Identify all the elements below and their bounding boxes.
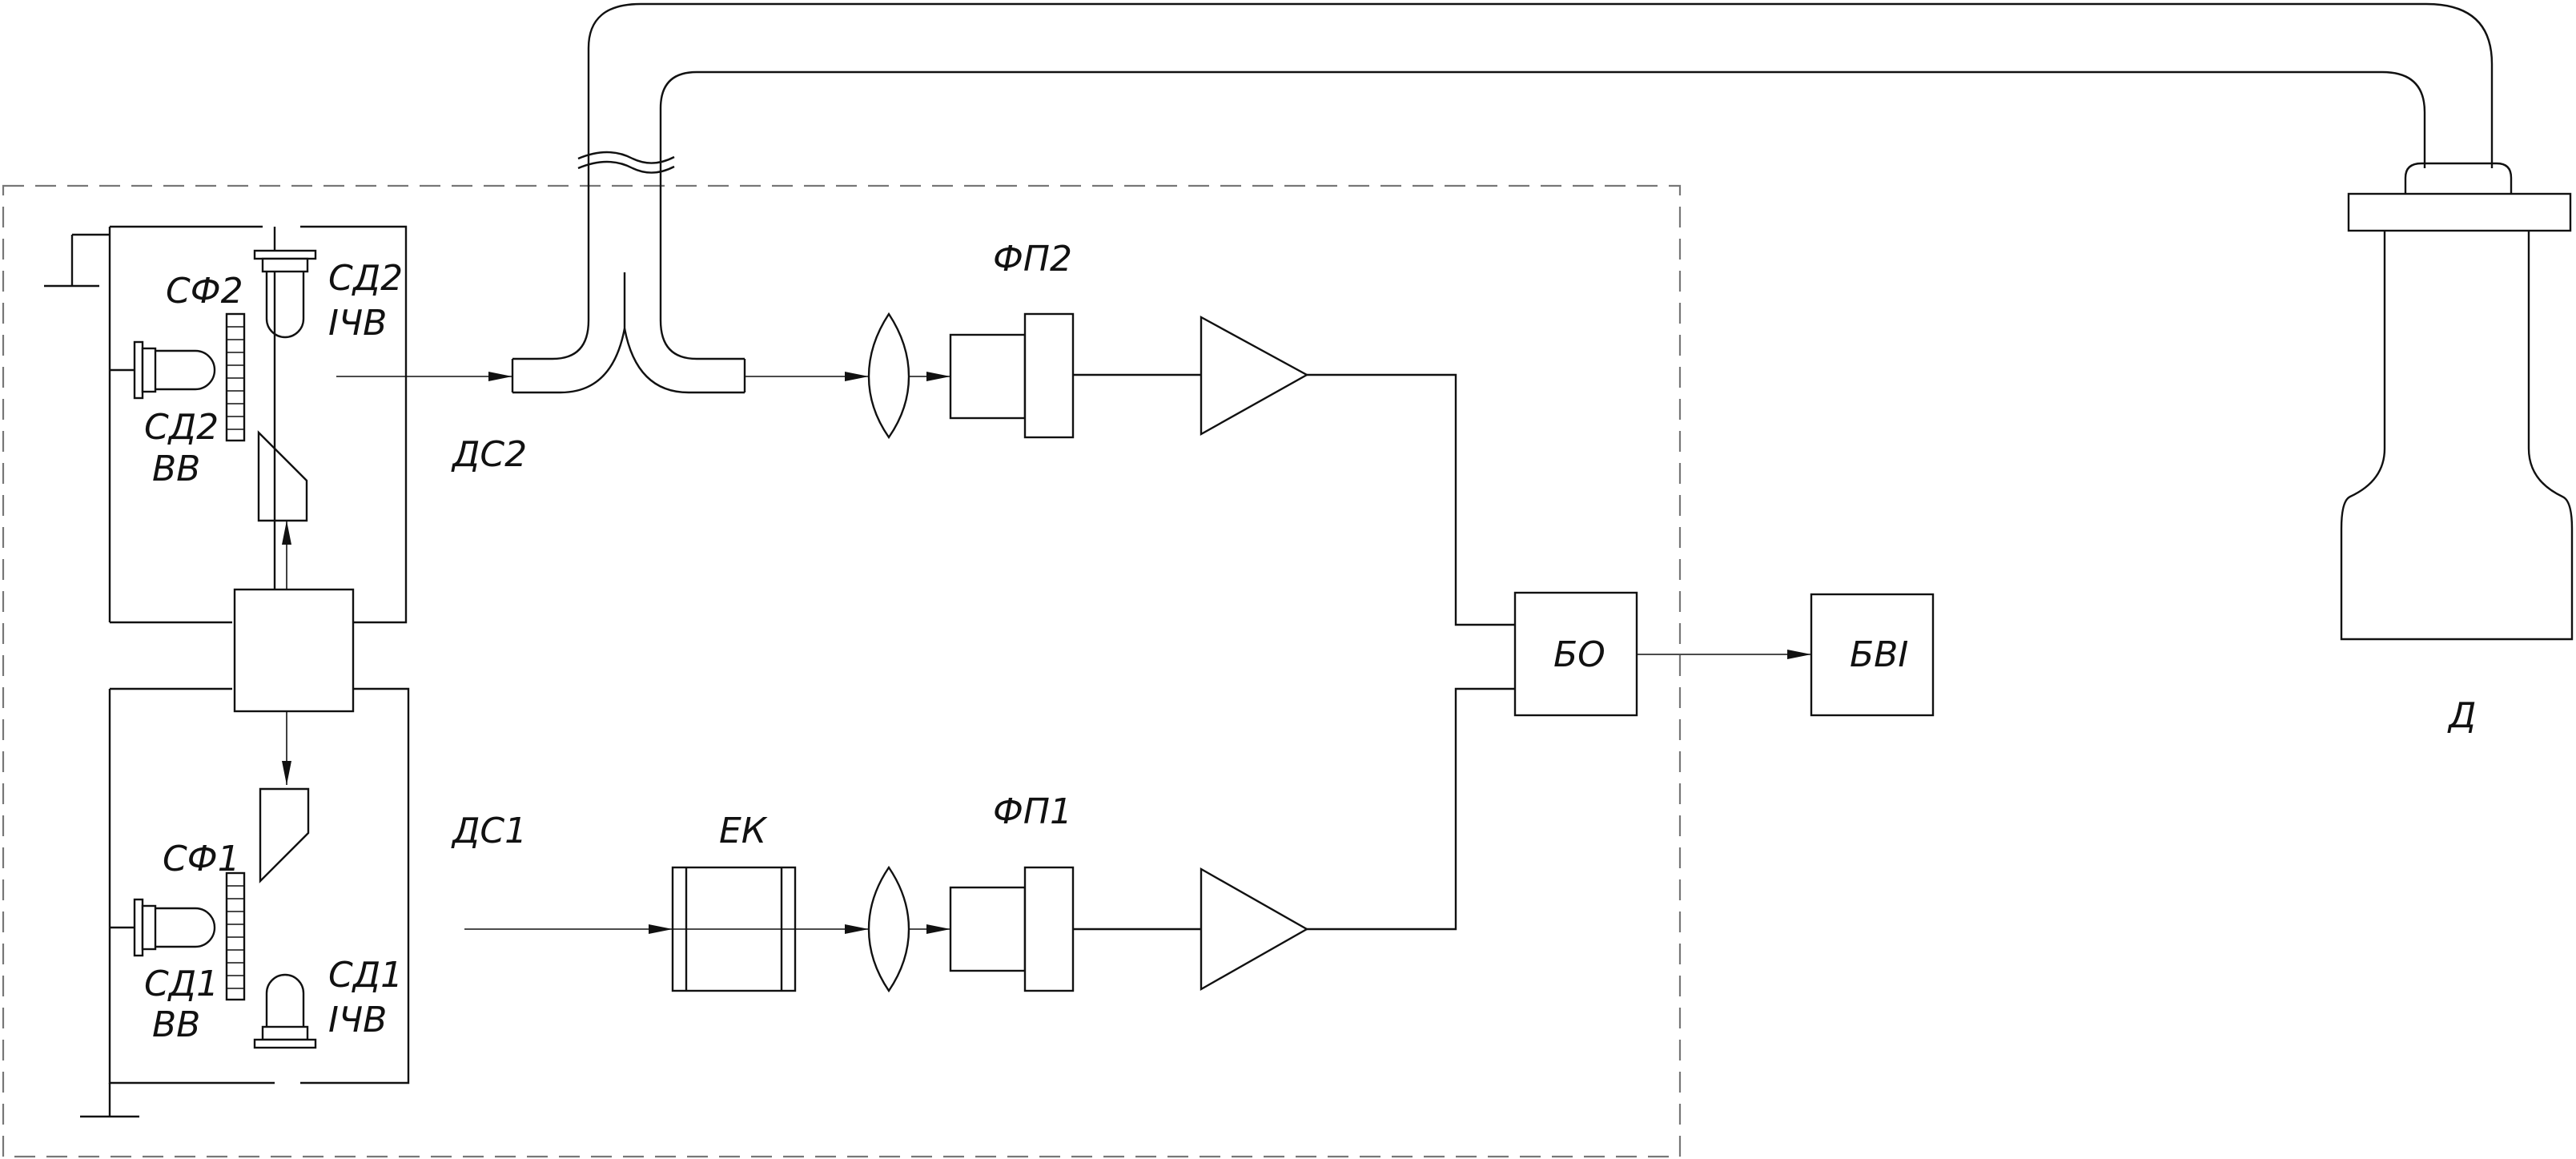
led-sd2-ichv-icon: [253, 249, 317, 339]
label-sf1: СФ1: [163, 839, 240, 879]
fiber-cable: [511, 2, 2494, 394]
label-sd1-ichv-line2: ІЧВ: [328, 1000, 387, 1040]
led-sd2-vv-icon: [110, 340, 216, 400]
label-sf2: СФ2: [166, 271, 243, 312]
sensor-d: [2340, 162, 2574, 641]
ground-upper-icon: [44, 233, 110, 288]
central-mechanism-block: [233, 588, 355, 713]
led-sd1-ichv-icon: [253, 973, 317, 1049]
label-ds1: ДС1: [451, 811, 527, 851]
filter-sf1-icon: [225, 871, 246, 1001]
label-sd2-vv-line2: ВВ: [152, 449, 200, 489]
label-sd2-vv-line1: СД2: [144, 407, 219, 448]
label-bo: БО: [1553, 634, 1605, 675]
label-ds2: ДС2: [451, 434, 527, 475]
measurement-unit-boundary: [2, 184, 1682, 1158]
amplifier-upper: [1200, 315, 1309, 437]
amplifier-lower: [1200, 867, 1309, 992]
photodetector-fp1: [949, 866, 1075, 992]
label-fp1: ФП1: [993, 791, 1072, 832]
label-sd1-vv-line2: ВВ: [152, 1004, 200, 1045]
display-block-bvi: [1810, 593, 1935, 717]
upper-housing: [108, 225, 408, 624]
lens-upper-icon: [867, 312, 910, 440]
label-sd1-vv-line1: СД1: [144, 964, 219, 1004]
label-fp2: ФП2: [993, 239, 1072, 280]
led-sd1-vv-icon: [110, 898, 216, 957]
label-ek: ЕК: [719, 811, 768, 851]
label-bvi: БВІ: [1850, 634, 1908, 675]
label-sd2-ichv-line1: СД2: [328, 258, 403, 299]
upper-prism: [257, 430, 308, 522]
label-d: Д: [2447, 695, 2476, 736]
photodetector-fp2: [949, 312, 1075, 439]
label-sd1-ichv-line1: СД1: [328, 955, 403, 996]
lower-prism: [259, 787, 310, 883]
filter-sf2-icon: [225, 312, 246, 442]
label-sd2-ichv-line2: ІЧВ: [328, 303, 387, 344]
lens-lower-icon: [867, 865, 910, 993]
ground-lower-icon: [80, 1083, 139, 1118]
